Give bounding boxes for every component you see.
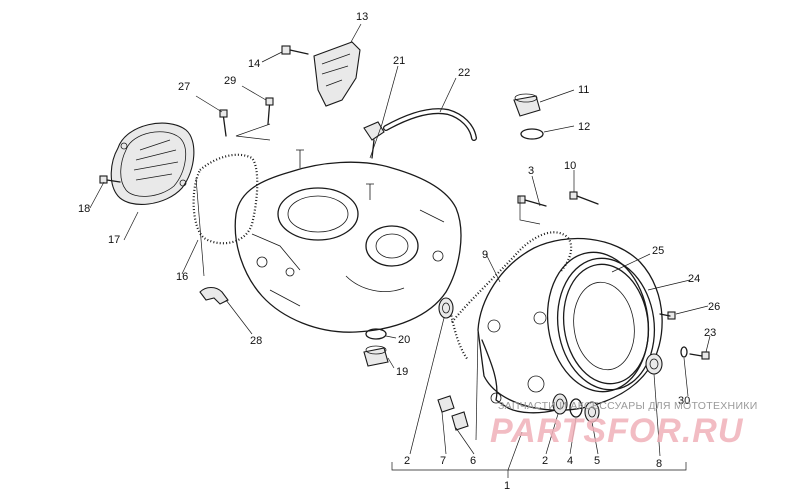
part-7-plug bbox=[437, 395, 455, 413]
part-23-bolt bbox=[689, 351, 710, 360]
part-12-washer bbox=[520, 128, 544, 140]
watermark-brand: PARTSFOR.RU bbox=[490, 412, 744, 450]
part-10-bolt bbox=[569, 191, 599, 205]
part-6-plug bbox=[451, 411, 469, 431]
callout-labels: 1 2 2 3 4 5 6 7 8 9 10 11 12 13 14 16 17… bbox=[78, 11, 720, 492]
watermark: ЗАПЧАСТИ И АКСЕССУАРЫ ДЛЯ МОТОТЕХНИКИ PA… bbox=[490, 400, 758, 450]
part-8-seal bbox=[645, 353, 663, 375]
callout-13: 13 bbox=[356, 11, 368, 23]
callout-28: 28 bbox=[250, 335, 262, 347]
part-29-bolt bbox=[265, 97, 274, 125]
part-2-seal-lower bbox=[552, 393, 568, 415]
callout-12: 12 bbox=[578, 121, 590, 133]
callout-24: 24 bbox=[688, 273, 700, 285]
callout-8: 8 bbox=[656, 458, 662, 470]
callout-1: 1 bbox=[504, 480, 510, 492]
part-27-bolt bbox=[219, 109, 228, 137]
part-16-gasket-left bbox=[192, 153, 259, 245]
part-1-clutch-side-cover bbox=[477, 237, 663, 414]
callout-2-right: 2 bbox=[542, 455, 548, 467]
callout-29: 29 bbox=[224, 75, 236, 87]
callout-23: 23 bbox=[704, 327, 716, 339]
callout-2-left: 2 bbox=[404, 455, 410, 467]
callout-17: 17 bbox=[108, 234, 120, 246]
callout-7: 7 bbox=[440, 455, 446, 467]
callout-6: 6 bbox=[470, 455, 476, 467]
part-30-washer bbox=[680, 346, 688, 358]
part-2-seal-left bbox=[438, 297, 454, 319]
callout-3: 3 bbox=[528, 165, 534, 177]
callout-19: 19 bbox=[396, 366, 408, 378]
part-22-breather-hose bbox=[383, 108, 477, 141]
leader-lines bbox=[89, 23, 711, 478]
callout-16: 16 bbox=[176, 271, 188, 283]
part-20-washer bbox=[365, 328, 387, 340]
callout-22: 22 bbox=[458, 67, 470, 79]
callout-5: 5 bbox=[594, 455, 600, 467]
callout-10: 10 bbox=[564, 160, 576, 172]
callout-26: 26 bbox=[708, 301, 720, 313]
callout-21: 21 bbox=[393, 55, 405, 67]
callout-20: 20 bbox=[398, 334, 410, 346]
callout-18: 18 bbox=[78, 203, 90, 215]
part-28-clip bbox=[199, 286, 229, 305]
part-4-seal bbox=[569, 398, 583, 418]
part-3-bolt bbox=[517, 195, 547, 207]
part-17-ignition-cover bbox=[110, 122, 195, 205]
watermark-tagline: ЗАПЧАСТИ И АКСЕССУАРЫ ДЛЯ МОТОТЕХНИКИ bbox=[498, 400, 758, 412]
part-13-sprocket-guard bbox=[313, 41, 361, 107]
part-26-bolt bbox=[659, 311, 676, 320]
callout-9: 9 bbox=[482, 249, 488, 261]
part-19-drain-plug bbox=[363, 345, 389, 367]
callout-4: 4 bbox=[567, 455, 573, 467]
part-25-o-ring bbox=[546, 251, 650, 393]
callout-14: 14 bbox=[248, 58, 260, 70]
callout-11: 11 bbox=[578, 84, 589, 96]
part-14-bolt bbox=[281, 45, 309, 55]
callout-27: 27 bbox=[178, 81, 190, 93]
callout-30: 30 bbox=[678, 395, 690, 407]
part-24-clutch-cover bbox=[556, 257, 656, 391]
callout-25: 25 bbox=[652, 245, 664, 257]
part-9-gasket-right bbox=[451, 231, 573, 323]
crankcase-main bbox=[234, 149, 462, 333]
part-11-oil-filler-plug bbox=[513, 93, 541, 117]
